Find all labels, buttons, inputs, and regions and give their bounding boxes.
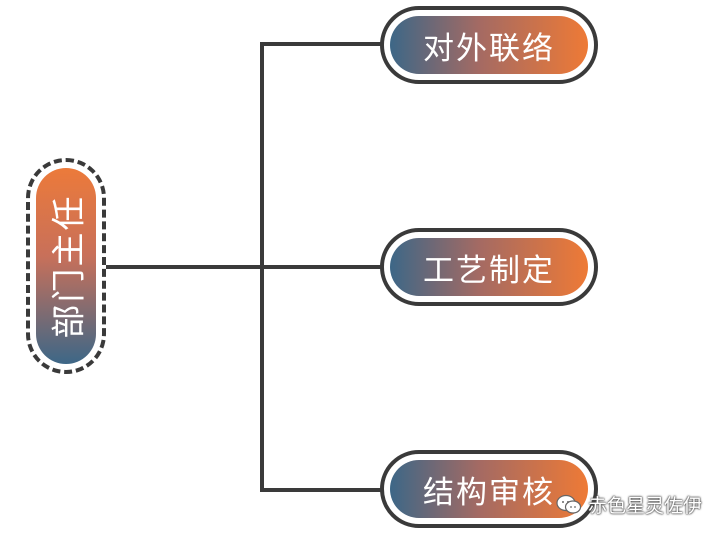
branch-node-3[interactable]: 结构审核 xyxy=(380,450,598,528)
branch-node-label: 结构审核 xyxy=(423,474,555,511)
watermark-text: 赤色星灵佐伊 xyxy=(587,495,702,517)
branch-node-2[interactable]: 工艺制定 xyxy=(380,228,598,306)
branch-connector-3 xyxy=(260,488,384,492)
branch-node-fill: 对外联络 xyxy=(390,16,588,74)
trunk-connector xyxy=(106,265,262,269)
branch-connector-2 xyxy=(260,265,384,269)
branch-connector-1 xyxy=(260,42,384,46)
branch-node-fill: 结构审核 xyxy=(390,460,588,518)
root-node[interactable]: 部门主任 xyxy=(26,158,106,374)
root-node-label: 部门主任 xyxy=(49,194,90,338)
wechat-icon xyxy=(556,494,582,516)
watermark: 赤色星灵佐伊 xyxy=(556,491,702,518)
branch-node-label: 工艺制定 xyxy=(423,252,555,289)
branch-node-fill: 工艺制定 xyxy=(390,238,588,296)
root-node-fill: 部门主任 xyxy=(36,168,96,364)
branch-node-1[interactable]: 对外联络 xyxy=(380,6,598,84)
branch-node-label: 对外联络 xyxy=(423,30,555,67)
